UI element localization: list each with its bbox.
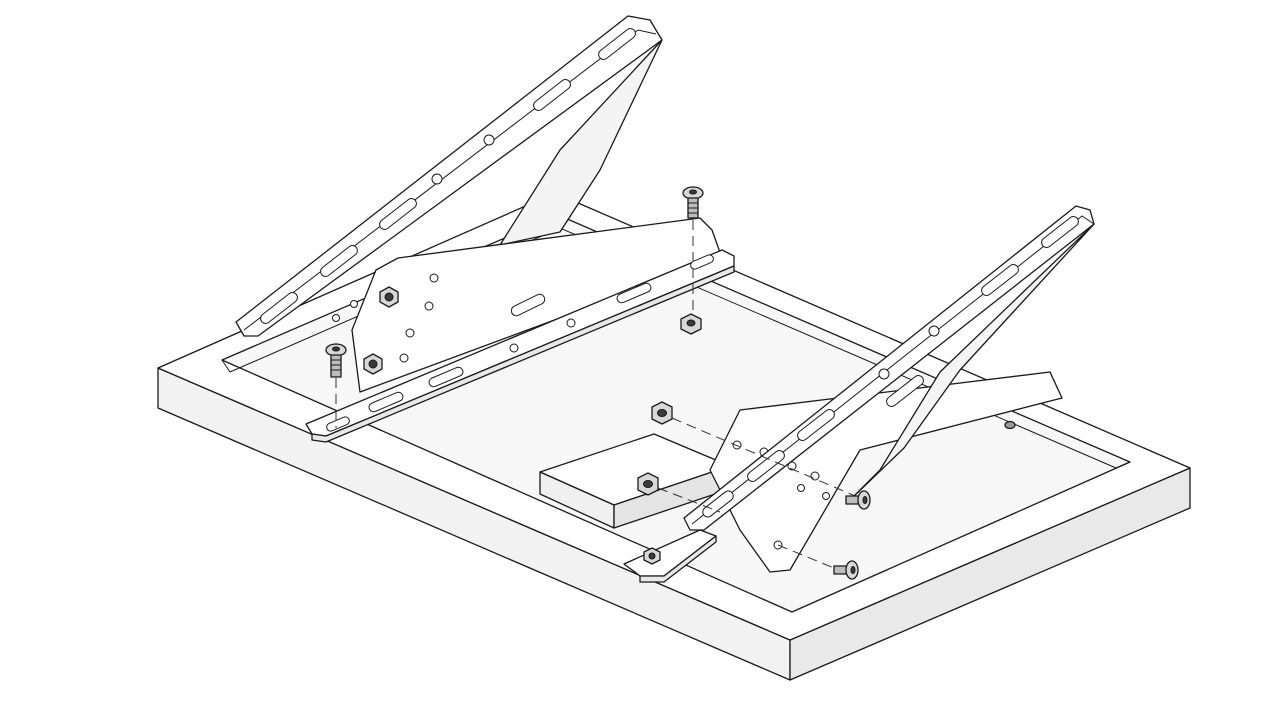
left-rail-slot-5 — [690, 254, 714, 270]
upper-nut-axis — [671, 417, 861, 499]
left-plate-hole-4 — [399, 353, 409, 363]
frame-recess-wall-2 — [221, 359, 231, 373]
button-head-bolt — [682, 186, 704, 219]
right-arm-slot-6 — [702, 490, 734, 518]
left-plate-hole-1 — [429, 273, 439, 283]
hex-nut — [363, 353, 383, 375]
hex-nut — [680, 313, 702, 335]
right-plate-hole-6 — [797, 484, 805, 492]
left-arm-hole-2 — [431, 173, 443, 185]
left-bracket-plate — [332, 217, 723, 393]
lower-bolt-axis — [777, 544, 835, 569]
left-bracket-assembly — [235, 15, 735, 443]
right-support-arm — [683, 205, 1095, 531]
right-arm-slot-4 — [797, 409, 835, 441]
right-arm-hole-1 — [928, 325, 940, 337]
left-plate-hole-6 — [350, 300, 358, 308]
right-arm-slot-2 — [981, 264, 1019, 296]
left-rail-hole-1 — [509, 343, 519, 353]
left-plate-hole-2 — [424, 301, 434, 311]
far-right-fastener — [1004, 420, 1016, 430]
button-head-bolt — [845, 490, 871, 510]
left-support-arm — [235, 15, 663, 337]
left-arm-slot-1 — [598, 28, 636, 60]
left-arm-slot-4 — [320, 245, 358, 277]
right-arm-slot-3 — [886, 375, 924, 407]
left-rail-slot-4 — [616, 282, 652, 304]
left-arm-slot-3 — [379, 198, 417, 230]
hex-nut — [651, 401, 673, 425]
lower-nut-axis — [657, 487, 721, 513]
left-arm-edge — [243, 29, 657, 331]
right-arm-slot-1 — [1041, 216, 1079, 248]
left-plate-hole-3 — [405, 328, 415, 338]
left-rail-slot-1 — [326, 416, 350, 432]
hex-nut — [637, 472, 659, 496]
right-hardware — [637, 401, 1016, 580]
right-plate-hole-4 — [810, 471, 820, 481]
button-head-bolt — [325, 343, 347, 378]
frame-recess-wall-4 — [1115, 461, 1131, 469]
hex-nut — [643, 547, 661, 565]
left-rail-slot-2 — [368, 391, 404, 413]
button-head-bolt — [833, 560, 859, 580]
left-plate-hole-5 — [332, 314, 340, 322]
left-arm-web — [499, 39, 663, 246]
right-bracket-plate — [709, 371, 1063, 573]
left-rail-slot-3 — [428, 366, 464, 388]
left-arm-hole-1 — [483, 134, 495, 146]
right-bracket-foot — [623, 529, 717, 583]
left-arm-slot-2 — [533, 79, 571, 111]
left-plate-slot — [510, 293, 546, 317]
right-foot-edge — [639, 535, 717, 583]
left-hardware — [325, 186, 704, 428]
left-bracket-rail — [305, 249, 735, 443]
hex-nut — [379, 286, 399, 308]
left-rail-hole-2 — [566, 318, 576, 328]
left-rail-edge — [311, 265, 735, 443]
right-bracket-assembly — [623, 205, 1095, 583]
right-arm-slot-5 — [747, 450, 785, 482]
right-arm-hole-2 — [878, 368, 890, 380]
right-plate-hole-7 — [822, 492, 830, 500]
left-arm-slot-5 — [260, 292, 298, 324]
